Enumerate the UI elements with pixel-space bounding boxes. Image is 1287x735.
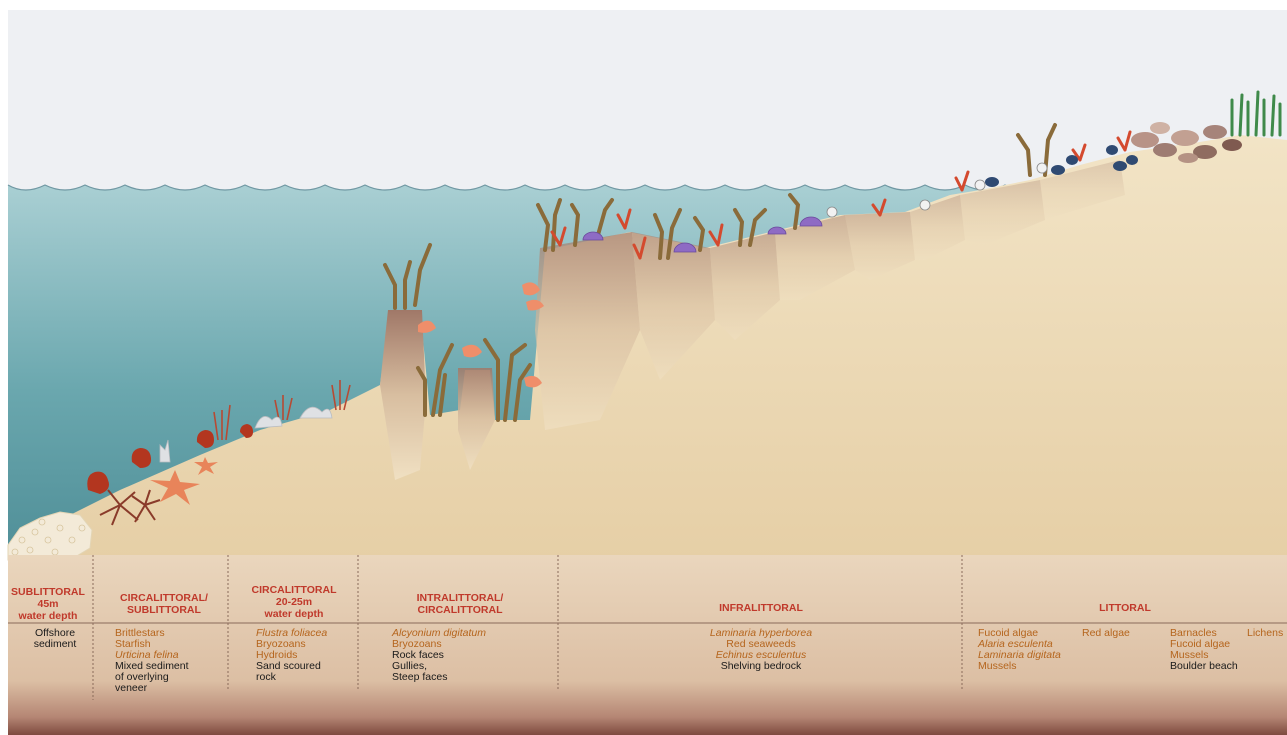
mussel-icon	[985, 145, 1138, 187]
kelp-icon	[383, 123, 1057, 422]
soft-coral-icon	[418, 282, 544, 388]
rock-stack-1	[380, 310, 426, 480]
item-text: Boulder beach	[1170, 660, 1238, 672]
item-text: Fucoid algae	[1170, 638, 1231, 650]
item-text: Bryozoans	[392, 638, 442, 650]
anemone-icon	[87, 424, 253, 494]
zone-table-band	[8, 555, 1287, 735]
zone-items-littoral-col3: Barnacles Fucoid algae Mussels Boulder b…	[1170, 628, 1238, 672]
item-text: Steep faces	[392, 671, 448, 683]
item-text: Mixed sediment	[115, 660, 189, 672]
boulder-beach	[1131, 122, 1242, 163]
item-text: Shelving bedrock	[720, 660, 802, 672]
item-text: Laminaria hyperborea	[709, 627, 813, 639]
sediment-pebbles	[11, 518, 86, 556]
item-text: Gullies,	[392, 660, 428, 672]
zone-items-sublittoral: Offshore sediment	[18, 628, 92, 650]
bryozoan-icon	[159, 406, 333, 463]
item-text: Red seaweeds	[726, 638, 796, 650]
starfish-icon	[150, 457, 218, 505]
item-text: Bryozoans	[256, 638, 306, 650]
hydroid-icon	[213, 380, 351, 441]
zone-heading-sublittoral: SUBLITTORAL 45m water depth	[11, 586, 85, 622]
brittlestar-icon	[99, 489, 161, 526]
zone-heading-circalittoral-sublittoral: CIRCALITTORAL/ SUBLITTORAL	[120, 592, 208, 616]
item-text: veneer	[115, 682, 148, 694]
cliff-face-5	[845, 212, 915, 280]
zone-items-littoral-col1: Fucoid algae Alaria esculenta Laminaria …	[978, 628, 1061, 672]
item-text: Mussels	[1170, 649, 1209, 661]
zone-heading-intralittoral-circalittoral: INTRALITTORAL/ CIRCALITTORAL	[416, 592, 504, 616]
item-text: Starfish	[115, 638, 151, 650]
item-text: Rock faces	[392, 649, 444, 661]
zone-separators	[92, 555, 963, 700]
zone-items-intralittoral-circalittoral: Alcyonium digitatum Bryozoans Rock faces…	[392, 628, 486, 683]
red-seaweed-icon	[550, 130, 1132, 260]
item-text: Urticina felina	[115, 649, 179, 661]
zone-items-littoral-col2: Red algae	[1082, 628, 1130, 639]
item-text: Offshore	[34, 627, 76, 639]
cliff-face-2	[632, 232, 715, 380]
zone-items-infralittoral: Laminaria hyperborea Red seaweeds Echinu…	[562, 628, 960, 672]
item-text: Mussels	[978, 660, 1017, 672]
item-text: rock	[256, 671, 276, 683]
cliff-face-7	[960, 180, 1045, 245]
item-text: Alcyonium digitatum	[392, 627, 486, 639]
item-text: Barnacles	[1170, 627, 1217, 639]
item-text: Flustra foliacea	[256, 627, 328, 639]
item-text: Hydroids	[256, 649, 298, 661]
zone-items-littoral-col4: Lichens	[1247, 628, 1283, 639]
rock-stack-2	[458, 368, 495, 470]
sea-urchin-icon	[582, 216, 823, 253]
zone-items-circalittoral: Flustra foliacea Bryozoans Hydroids Sand…	[256, 628, 327, 683]
cliff-face-3	[710, 232, 780, 340]
barnacle-icon	[826, 162, 1048, 218]
item-text: Fucoid algae	[978, 627, 1039, 639]
cliff-face-6	[910, 195, 965, 260]
zone-heading-littoral: LITTORAL	[1099, 602, 1151, 614]
item-text: Sand scoured	[256, 660, 321, 672]
item-text: Laminaria digitata	[978, 649, 1061, 661]
item-text: Alaria esculenta	[978, 638, 1053, 650]
item-text: Lichens	[1247, 627, 1284, 639]
cliff-face-8	[1040, 160, 1125, 220]
lichen-grass-icon	[1230, 90, 1282, 137]
item-text: Brittlestars	[115, 627, 165, 639]
zone-items-circalittoral-sublittoral: Brittlestars Starfish Urticina felina Mi…	[115, 628, 189, 694]
item-text: Red algae	[1082, 627, 1130, 639]
zone-heading-infralittoral: INFRALITTORAL	[719, 602, 803, 614]
item-text: Echinus esculentus	[715, 649, 807, 661]
cliff-face-4	[775, 215, 855, 300]
cliff-face-1	[535, 232, 640, 430]
item-text: sediment	[33, 638, 77, 650]
item-text: of overlying	[115, 671, 169, 683]
zone-heading-circalittoral: CIRCALITTORAL 20-25m water depth	[251, 584, 337, 620]
